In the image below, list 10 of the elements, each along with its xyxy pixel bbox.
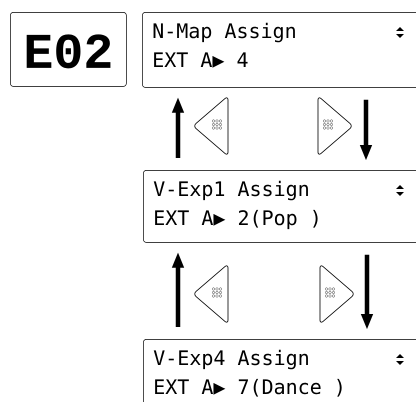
screen-text: EXT A▶ 7(Dance ) xyxy=(155,378,342,397)
screen-text: EXT A▶ 2(Pop ) xyxy=(155,210,318,230)
code-box: E02 xyxy=(10,12,127,87)
screen-text: V-Exp4 Assign xyxy=(154,350,308,370)
screen-text: N-Map Assign xyxy=(154,22,295,42)
lcd-screen xyxy=(143,339,416,402)
lcd-screen xyxy=(143,170,416,243)
lcd-screen xyxy=(142,12,416,88)
screen-text: V-Exp1 Assign xyxy=(154,180,308,200)
screen-text: EXT A▶ 4 xyxy=(154,52,248,68)
